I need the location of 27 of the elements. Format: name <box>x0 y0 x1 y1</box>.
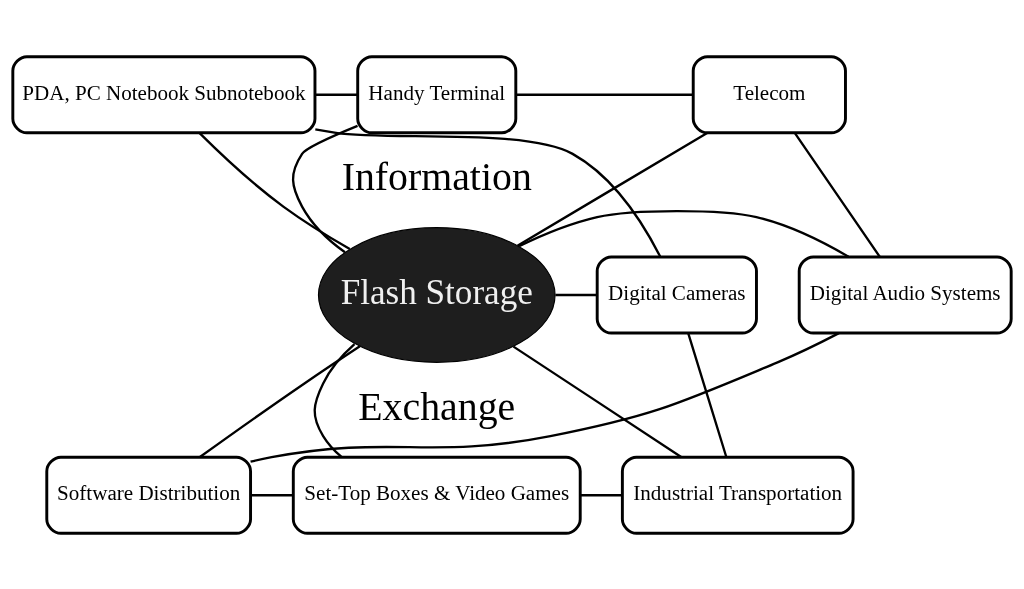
node-box: Handy Terminal <box>356 54 518 134</box>
label: Information <box>341 154 532 199</box>
connector <box>251 493 294 496</box>
connector <box>313 342 356 458</box>
connector <box>250 331 840 463</box>
node-box: Set-Top Boxes & Video Games <box>291 455 582 535</box>
connector <box>555 293 598 296</box>
connector <box>512 345 683 458</box>
connector <box>793 131 881 257</box>
connector <box>315 127 662 257</box>
connector <box>198 131 351 250</box>
connector <box>518 209 850 258</box>
node-box: PDA, PC Notebook Subnotebook <box>11 54 317 134</box>
connector <box>580 493 623 496</box>
connector <box>315 93 358 96</box>
node-box: Digital Cameras <box>595 254 758 335</box>
node-box: Industrial Transportation <box>620 455 855 535</box>
connector <box>199 344 361 458</box>
node-box: Software Distribution <box>45 455 253 535</box>
node-box: Telecom <box>691 54 847 134</box>
node-box: Digital Audio Systems <box>797 254 1013 335</box>
node-ellipse: Flash Storage <box>317 226 556 363</box>
label: Exchange <box>358 384 516 429</box>
connector <box>516 131 708 247</box>
connector <box>516 93 694 96</box>
connector <box>291 124 358 253</box>
connector <box>687 332 728 457</box>
